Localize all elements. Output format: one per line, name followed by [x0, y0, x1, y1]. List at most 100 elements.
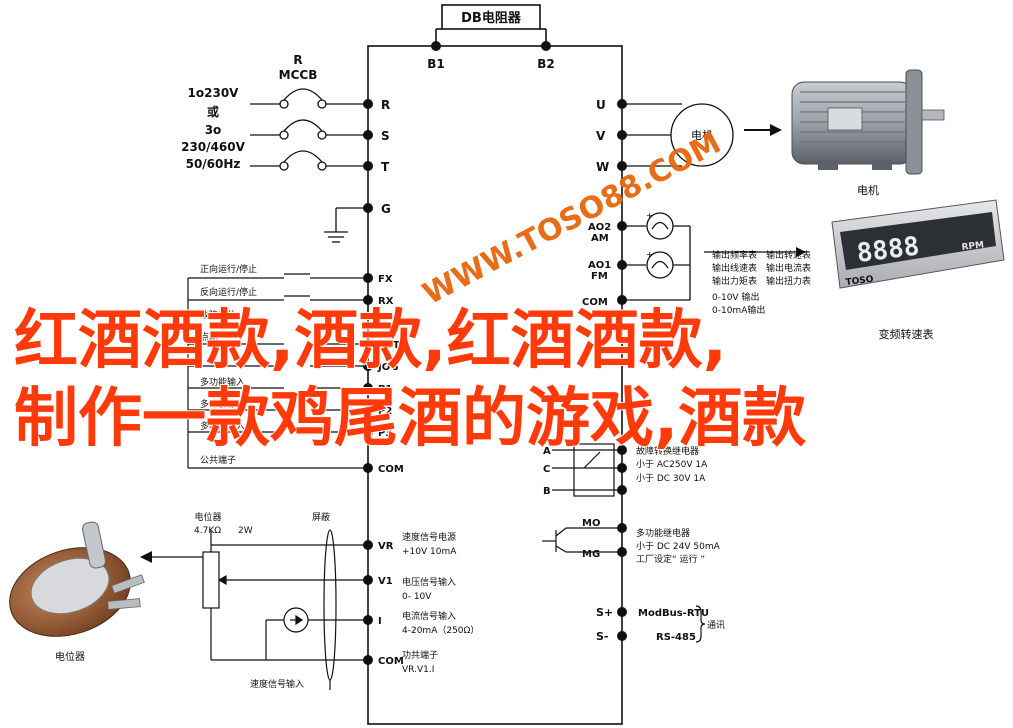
terminal-u: U — [596, 98, 606, 112]
relay-line-3: 小于 DC 30V 1A — [636, 473, 706, 484]
terminal-fm: FM — [591, 271, 608, 282]
terminal-c: C — [543, 464, 550, 475]
ao2-plus: + — [646, 211, 653, 220]
terminal-ao1: AO1 — [588, 260, 611, 271]
di-label-p1: 多功能输入 — [200, 376, 245, 388]
rpm-meter: 8888 RPM TOSO — [831, 199, 1005, 289]
ao-desc-2: 输出线速表 — [712, 262, 757, 274]
terminal-mg: MG — [582, 549, 600, 560]
pot-photo-label: 电位器 — [55, 650, 85, 663]
overlay-text: 红酒酒款,酒款,红酒酒款, 制作一款鸡尾酒的游戏,酒款 — [13, 303, 807, 457]
terminal-g: G — [381, 202, 391, 216]
di-label-rx: 反向运行/停止 — [200, 286, 257, 298]
ao-desc-1: 输出频率表 — [712, 249, 757, 261]
terminal-p3: P3 — [378, 428, 392, 439]
ao-desc-3: 输出力矩表 — [712, 275, 757, 287]
mo-line-3: 工厂设定“ 运行 ” — [636, 553, 705, 565]
meter-brand: TOSO — [845, 275, 874, 288]
terminal-vr: VR — [378, 541, 394, 552]
ao-range-2: 0-10mA输出 — [712, 304, 765, 316]
i-line-2: 4-20mA（250Ω） — [402, 625, 479, 636]
ao-range: 0-10V 输出 — [712, 291, 759, 303]
terminal-di-com: COM — [378, 464, 404, 475]
mo-line-2: 小于 DC 24V 50mA — [636, 541, 721, 552]
terminal-v: V — [596, 129, 606, 143]
di-label-fx: 正向运行/停止 — [200, 263, 257, 275]
relay-line-2: 小于 AC250V 1A — [636, 459, 708, 470]
vr-line-1: 速度信号电源 — [402, 531, 456, 543]
motor-photo-label: 电机 — [857, 183, 879, 197]
mccb-label: MCCB — [279, 68, 318, 82]
power-line-2: 或 — [207, 104, 219, 119]
digital-inputs: 正向运行/停止 反向运行/停止 故障复位 点动 多功能输入 多功能输入 多功能输… — [187, 263, 404, 475]
rs485-line-2: RS-485 — [656, 632, 696, 643]
pot-power: 2W — [238, 526, 253, 536]
power-line-3: 3o — [205, 123, 222, 137]
vr-line-2: +10V 10mA — [402, 547, 457, 557]
terminal-r: R — [381, 98, 390, 112]
com-line-1: 功共端子 — [402, 649, 438, 661]
terminal-s-minus: S- — [596, 630, 609, 643]
v1-line-1: 电压信号输入 — [402, 576, 456, 588]
i-line-1: 电流信号输入 — [402, 610, 456, 622]
watermark-text: WWW.TOSO88.COM — [417, 125, 726, 312]
di-label-common: 公共端子 — [200, 454, 236, 466]
terminal-p2: P2 — [378, 406, 392, 417]
fault-relay: A C B 故障转换继电器 小于 AC250V 1A 小于 DC 30V 1A — [543, 443, 708, 497]
pot-title: 电位器 — [194, 511, 221, 523]
terminal-s-plus: S+ — [596, 606, 613, 619]
terminal-p1: P1 — [378, 384, 392, 395]
speed-input-label: 速度信号输入 — [250, 678, 304, 690]
v1-line-2: 0- 10V — [402, 592, 432, 602]
terminal-w: W — [596, 160, 609, 174]
relay-line-1: 故障转换继电器 — [636, 445, 699, 457]
ao-desc2-3: 输出扭力表 — [766, 275, 811, 287]
pot-spec: 4.7KΩ — [194, 526, 221, 536]
terminal-t: T — [381, 160, 390, 174]
terminal-i: I — [378, 616, 382, 627]
potentiometer-photo — [9, 521, 145, 637]
rs485-bracket-label: 通讯 — [707, 620, 725, 631]
terminal-mo: MO — [582, 518, 600, 529]
mo-line-1: 多功能继电器 — [636, 527, 690, 539]
terminal-s: S — [381, 129, 390, 143]
db-resistor: DB电阻器 B1 B2 — [427, 4, 555, 71]
shield-label: 屏蔽 — [312, 511, 330, 523]
analog-inputs: 电位器 4.7KΩ 2W 屏蔽 VR V1 I COM 速度信号电源 +10V … — [9, 511, 479, 690]
db-resistor-label: DB电阻器 — [461, 10, 522, 26]
terminal-jog: JOG — [377, 362, 398, 373]
terminal-ai-com: COM — [378, 656, 404, 667]
power-line-4: 230/460V — [181, 140, 245, 154]
di-label-jog: 点动 — [200, 332, 218, 343]
di-label-p2: 多功能输入 — [200, 398, 245, 410]
com-line-2: VR.V1.I — [402, 665, 434, 675]
terminal-v1: V1 — [378, 576, 393, 587]
ao1-plus: + — [646, 250, 653, 259]
di-label-p3: 多功能输入 — [200, 420, 245, 432]
terminal-rst: RST — [378, 340, 400, 351]
terminal-ao-com: COM — [582, 297, 608, 308]
motor-photo — [791, 69, 945, 175]
power-line-1: 1o230V — [188, 86, 240, 100]
b2-label: B2 — [537, 57, 555, 71]
motor-output: U V W 电机 电机 — [596, 69, 945, 197]
terminal-ao2: AO2 — [588, 222, 611, 233]
analog-output: + + AO2 AM AO1 FM COM 输出频率表 输出线速表 输出力矩表 … — [582, 199, 1005, 341]
di-label-rst: 故障复位 — [200, 309, 236, 321]
terminal-fx: FX — [378, 274, 393, 285]
rs485: S+ S- ModBus-RTU RS-485 通讯 — [596, 605, 725, 643]
mo-output: MO MG 多功能继电器 小于 DC 24V 50mA 工厂设定“ 运行 ” — [542, 518, 721, 565]
b1-label: B1 — [427, 57, 445, 71]
rs485-line-1: ModBus-RTU — [638, 608, 709, 619]
power-line-5: 50/60Hz — [186, 157, 241, 171]
overlay-line-2: 制作一款鸡尾酒的游戏,酒款 — [14, 382, 806, 456]
ao-desc2-2: 输出电流表 — [766, 262, 811, 274]
mccb-r-label: R — [293, 53, 302, 67]
power-input: R MCCB 1o230V 或 3o 230/460V 50/60Hz — [181, 53, 391, 243]
terminal-b: B — [543, 486, 551, 497]
meter-unit: RPM — [961, 240, 985, 253]
terminal-rx: RX — [378, 296, 394, 307]
terminal-am: AM — [591, 233, 609, 244]
